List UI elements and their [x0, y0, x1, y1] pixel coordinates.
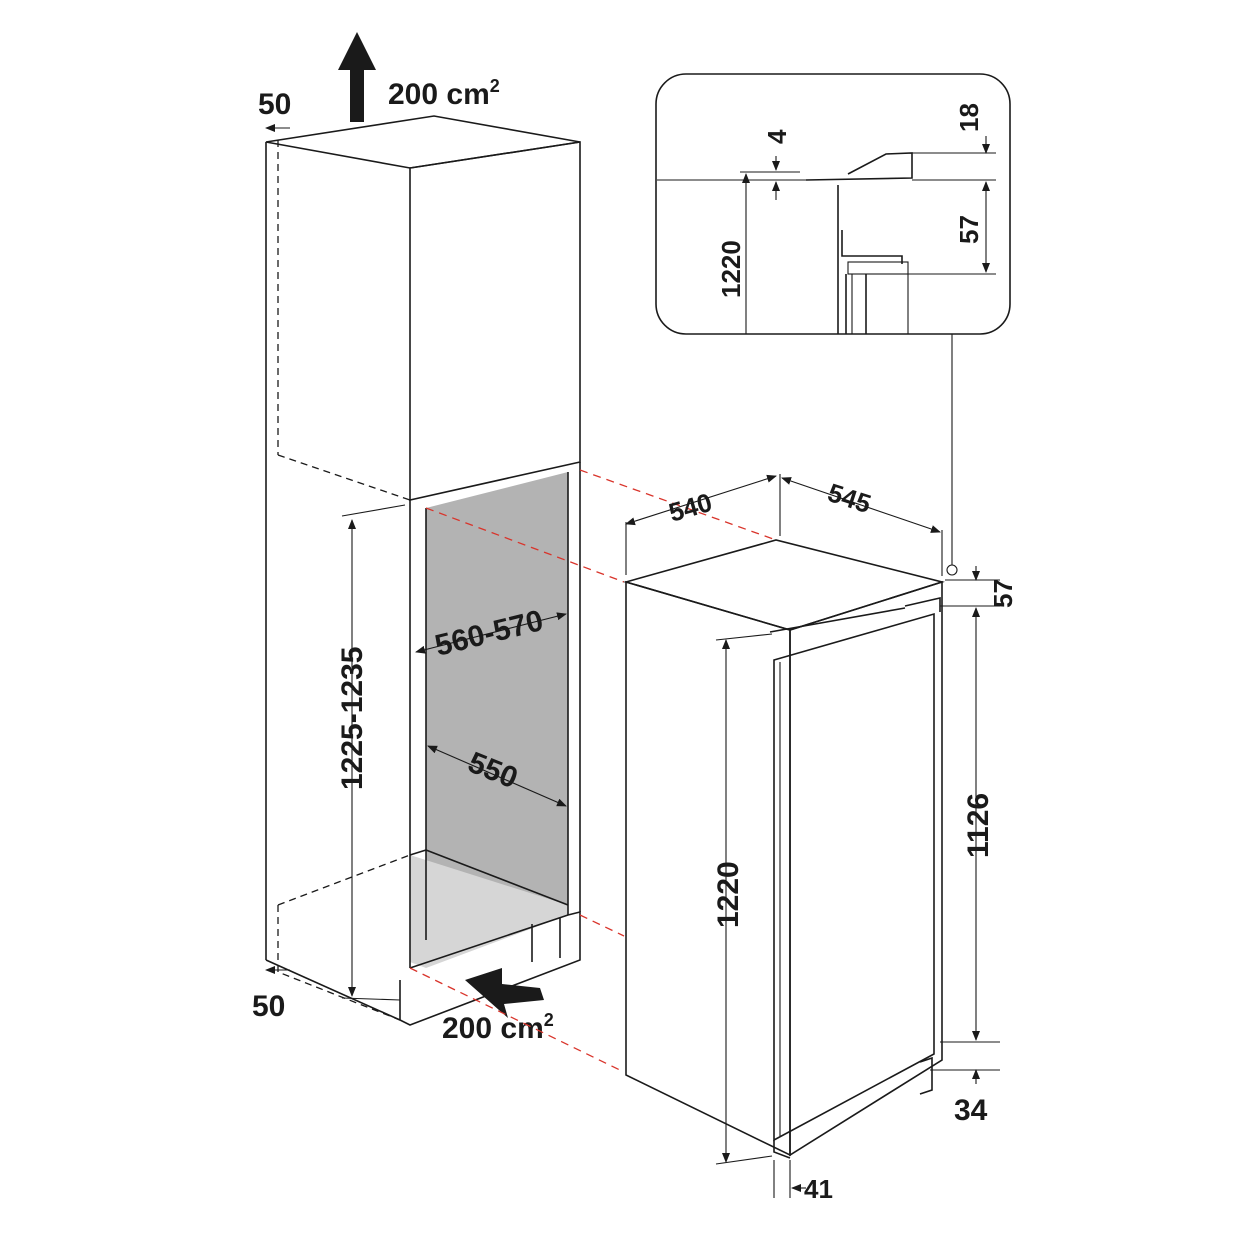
fridge-height-label: 1220 — [712, 861, 745, 928]
vent-top-label: 200 cm2 — [388, 76, 500, 111]
base-hidden-edge — [277, 854, 411, 906]
fridge-depth-dim — [625, 474, 777, 526]
detail-bracket — [841, 230, 903, 264]
niche-height-ext — [341, 504, 406, 517]
fridge-side-face — [625, 580, 791, 1157]
fridge-door — [773, 612, 935, 1142]
fridge-width-dim — [781, 477, 941, 533]
cabinet-hidden-edge — [277, 454, 411, 501]
callout-marker — [946, 564, 958, 576]
niche-height-label: 1225-1235 — [336, 647, 369, 790]
fridge-front-face — [789, 580, 943, 1157]
cabinet-drawing — [265, 115, 581, 1026]
door-height-label: 1126 — [962, 793, 995, 858]
fridge-depth-label: 540 — [665, 487, 715, 528]
niche-floor — [410, 855, 568, 968]
vent-top-arrow-icon — [338, 32, 376, 122]
fridge-width-label: 545 — [824, 477, 875, 519]
plinth-offset-label: 41 — [804, 1174, 833, 1204]
vent-bottom-arrow-icon — [465, 968, 544, 1018]
niche-height-ext-2 — [341, 997, 401, 1001]
foot-left — [773, 1140, 791, 1159]
niche-floor-edge-2 — [425, 849, 569, 906]
cabinet-base-edge — [265, 959, 401, 1021]
niche-back-wall — [426, 472, 568, 940]
detail-1220-label: 1220 — [716, 240, 746, 298]
detail-4-label: 4 — [762, 129, 792, 144]
top-strip — [769, 607, 906, 633]
fridge-height-ext — [715, 633, 773, 641]
base-hidden-edge-2 — [277, 905, 401, 1021]
foot-right — [919, 1056, 933, 1095]
top-hinge — [904, 596, 941, 612]
cabinet-top-face — [265, 115, 581, 169]
niche-floor-edge — [409, 849, 427, 856]
clearance-bottom-label: 50 — [252, 990, 285, 1023]
detail-18-label: 18 — [954, 103, 984, 132]
detail-profile — [805, 152, 913, 181]
bottom-gap-label: 34 — [954, 1094, 988, 1127]
fridge-top-face — [623, 539, 945, 631]
detail-callout: 18 57 4 1220 — [655, 73, 1011, 335]
top-gap-label: 57 — [988, 579, 1018, 608]
detail-57-label: 57 — [954, 215, 984, 244]
detail-frame — [655, 73, 1011, 335]
niche-depth-dim — [427, 745, 567, 807]
detail-hinge — [847, 261, 909, 275]
clearance-top-label: 50 — [258, 88, 291, 121]
cabinet-upper-front — [409, 141, 581, 501]
vent-bottom-label: 200 cm2 — [442, 1010, 554, 1045]
niche-width-dim — [415, 612, 567, 654]
fridge-drawing — [623, 539, 945, 1159]
fridge-height-ext-2 — [715, 1155, 773, 1165]
